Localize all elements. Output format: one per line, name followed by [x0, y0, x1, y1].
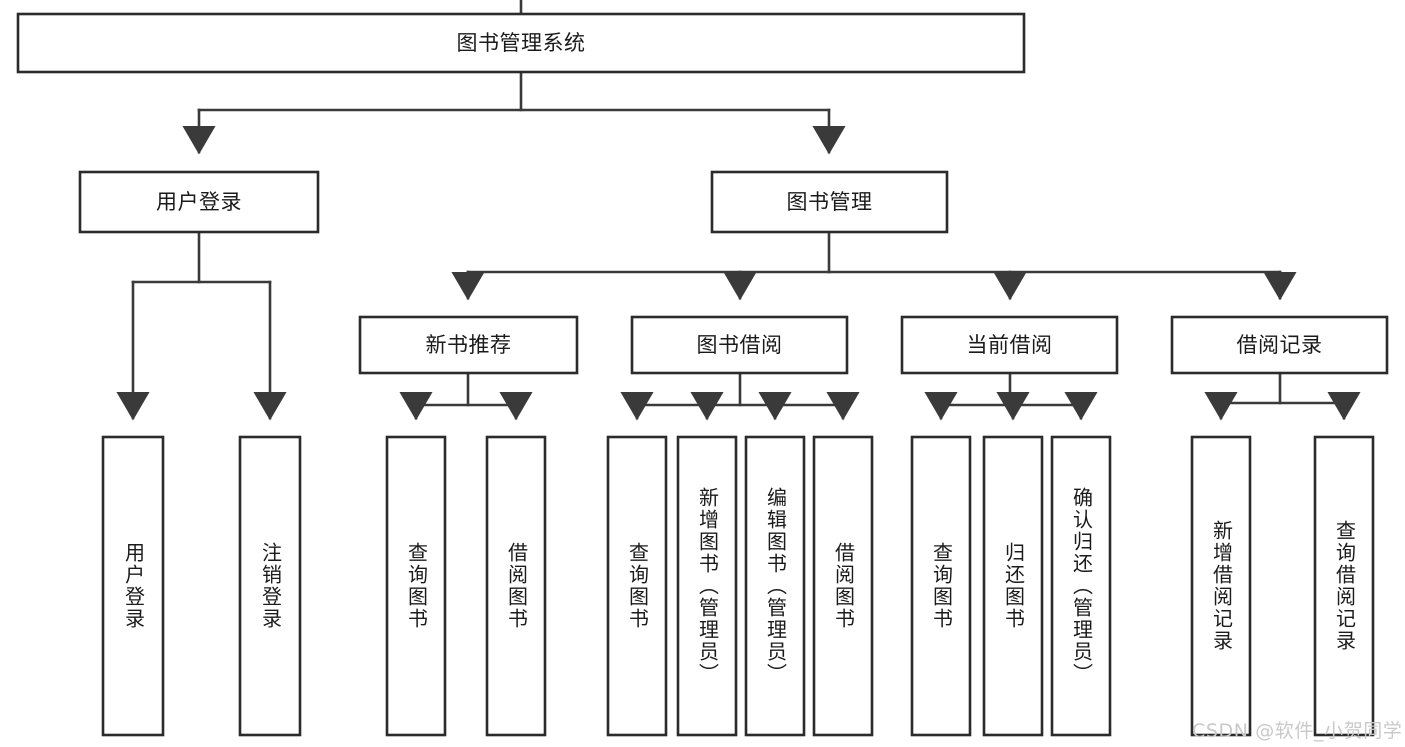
node-leaf-return-book[interactable] — [982, 435, 1044, 737]
node-leaf-add-book[interactable] — [676, 435, 738, 737]
node-leaf-add-record[interactable] — [1190, 435, 1252, 737]
node-leaf-borrow-book-2[interactable] — [812, 435, 874, 737]
connector-group-newbook-to-leaves — [399, 371, 533, 421]
node-book-management[interactable] — [710, 170, 949, 234]
node-borrow-record[interactable] — [1170, 315, 1389, 375]
connector-group-bookborrow-to-leaves — [620, 371, 860, 421]
node-leaf-query-book-3[interactable] — [910, 435, 972, 737]
node-leaf-query-book-2[interactable] — [606, 435, 668, 737]
node-new-book-recommend[interactable] — [358, 315, 579, 375]
node-leaf-confirm-return[interactable] — [1050, 435, 1112, 737]
node-leaf-borrow-book-1[interactable] — [485, 435, 547, 737]
node-leaf-edit-book[interactable] — [744, 435, 806, 737]
node-root[interactable] — [16, 12, 1026, 74]
connector-group-currentborrow-to-leaves — [924, 371, 1098, 421]
node-leaf-query-record[interactable] — [1313, 435, 1375, 737]
connector-group-userlogin-to-leaves — [116, 230, 287, 421]
node-leaf-logout[interactable] — [238, 435, 302, 737]
node-leaf-user-login[interactable] — [101, 435, 165, 737]
node-book-borrow[interactable] — [630, 315, 849, 375]
node-leaf-query-book-1[interactable] — [385, 435, 447, 737]
connector-group-bookmgmt-to-level3 — [451, 230, 1297, 301]
connector-group-borrowrecord-to-leaves — [1204, 371, 1361, 421]
node-user-login[interactable] — [78, 170, 320, 234]
node-current-borrow[interactable] — [900, 315, 1119, 375]
